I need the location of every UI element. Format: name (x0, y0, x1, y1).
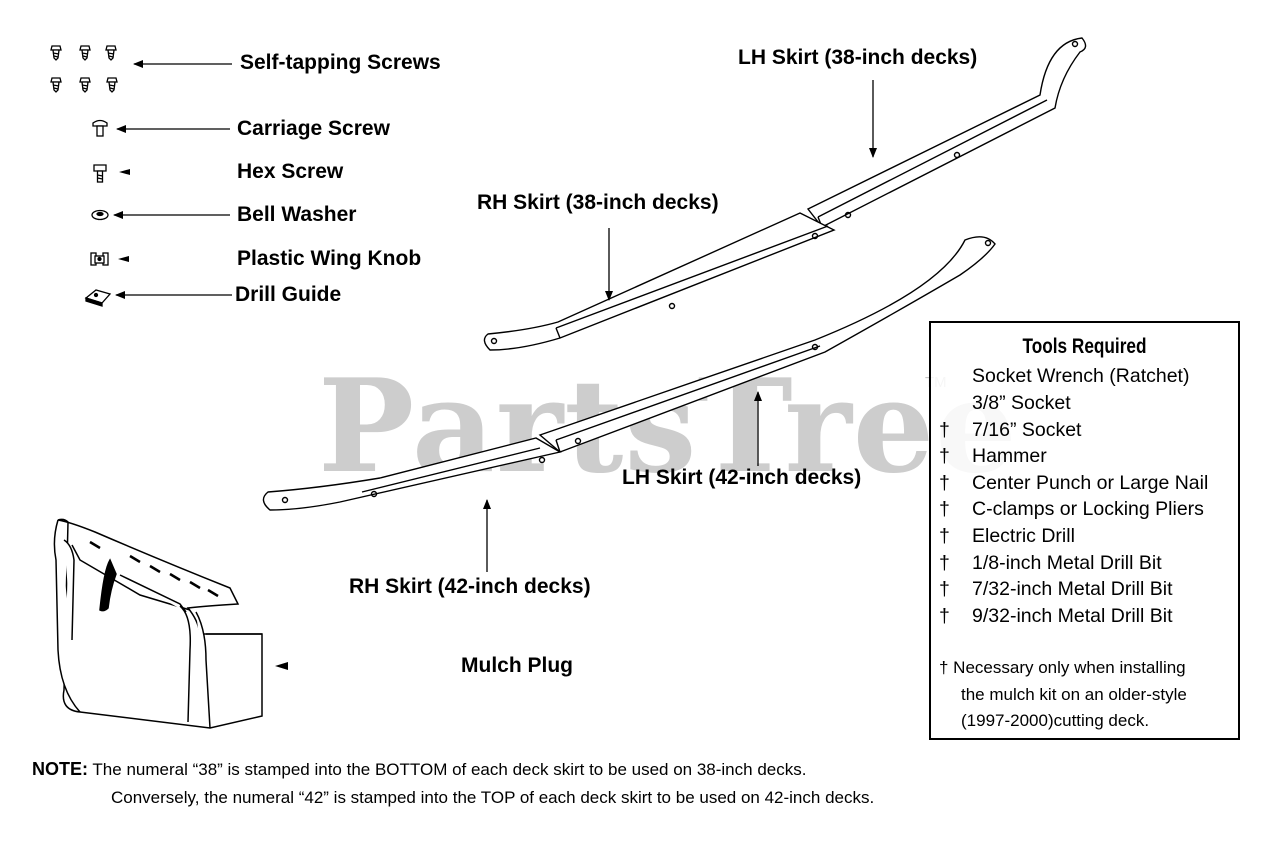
label-self-tapping-screws: Self-tapping Screws (240, 51, 441, 74)
wing-knob-pointer (118, 256, 129, 262)
label-plastic-wing-knob: Plastic Wing Knob (237, 247, 422, 270)
tool-item: †Electric Drill (939, 525, 1075, 547)
skirt-38-assembly (483, 37, 1087, 351)
tool-item: †9/32-inch Metal Drill Bit (939, 605, 1173, 627)
tool-item: †7/16” Socket (939, 419, 1082, 441)
self-tapping-screws-icon (50, 45, 118, 93)
hex-screw-pointer (119, 169, 130, 175)
tools-footnote: † Necessary only when installing the mul… (939, 655, 1187, 735)
tools-required-box: Tools Required Socket Wrench (Ratchet) 3… (929, 321, 1240, 740)
skirt-42-assembly (262, 236, 996, 511)
label-hex-screw: Hex Screw (237, 160, 344, 183)
tool-item: †1/8-inch Metal Drill Bit (939, 552, 1162, 574)
footnote-line: the mulch kit on an older-style (961, 684, 1187, 704)
mulch-plug-pointer (275, 662, 288, 670)
label-drill-guide: Drill Guide (235, 283, 342, 306)
bell-washer-icon (91, 209, 109, 221)
tool-item: †7/32-inch Metal Drill Bit (939, 578, 1173, 600)
tool-item: †C-clamps or Locking Pliers (939, 498, 1204, 520)
tool-item: Socket Wrench (Ratchet) (972, 365, 1190, 387)
drill-guide-icon (84, 289, 112, 307)
note-text-2: Conversely, the numeral “42” is stamped … (111, 788, 875, 807)
carriage-screw-icon (92, 119, 108, 137)
label-lh-skirt-38: LH Skirt (38-inch decks) (738, 46, 978, 69)
mulch-plug-icon (53, 518, 263, 729)
tool-item: †Hammer (939, 445, 1047, 467)
tools-title: Tools Required (1022, 335, 1147, 358)
footnote-line: (1997-2000)cutting deck. (961, 711, 1150, 730)
tool-item: 3/8” Socket (972, 392, 1071, 414)
plastic-wing-knob-icon (90, 252, 109, 266)
label-bell-washer: Bell Washer (237, 203, 357, 226)
note-line-2: Conversely, the numeral “42” is stamped … (111, 788, 874, 808)
label-lh-skirt-42: LH Skirt (42-inch decks) (622, 466, 862, 489)
footnote-line: † Necessary only when installing (939, 658, 1186, 677)
note-label: NOTE: (32, 759, 88, 779)
label-rh-skirt-38: RH Skirt (38-inch decks) (477, 191, 719, 214)
label-rh-skirt-42: RH Skirt (42-inch decks) (349, 575, 591, 598)
label-mulch-plug: Mulch Plug (461, 654, 573, 677)
hex-screw-icon (93, 164, 107, 183)
label-carriage-screw: Carriage Screw (237, 117, 390, 140)
note-text-1: The numeral “38” is stamped into the BOT… (92, 760, 807, 779)
tool-item: †Center Punch or Large Nail (939, 472, 1209, 494)
note-line-1: NOTE: The numeral “38” is stamped into t… (32, 759, 806, 780)
